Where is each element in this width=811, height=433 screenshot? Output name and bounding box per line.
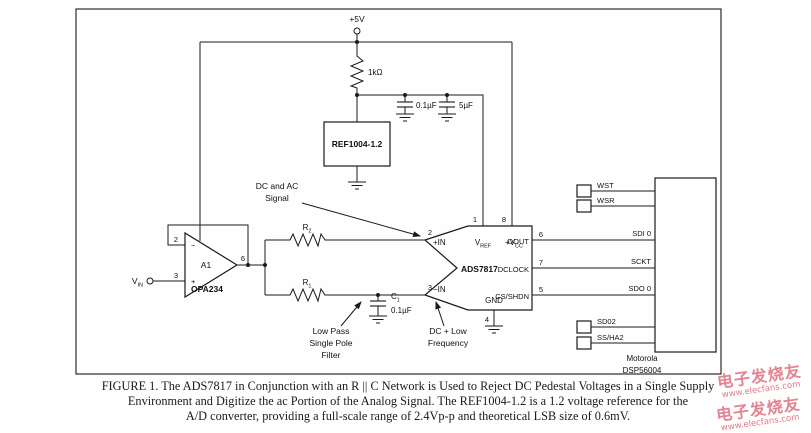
ground-icon	[395, 113, 415, 122]
dsp-wsr: WSR	[597, 196, 615, 205]
figure-caption: FIGURE 1. The ADS7817 in Conjunction wit…	[102, 379, 715, 423]
dsp-wst: WST	[597, 181, 614, 190]
annotation-arrow-dc-ac	[301, 202, 421, 238]
opamp-pin2: 2	[174, 235, 178, 244]
adc-pin7: 7	[539, 258, 543, 267]
dsp-box	[654, 177, 717, 353]
adc-pin5: 5	[539, 285, 543, 294]
svg-text:Signal: Signal	[265, 193, 289, 203]
adc-dout: DOUT	[508, 237, 530, 246]
dsp-sd02: SD02	[597, 317, 616, 326]
rc-network-wires	[265, 232, 425, 324]
svg-text:DC and AC: DC and AC	[256, 181, 299, 191]
resistor-1k	[349, 34, 365, 122]
junction-dots	[246, 40, 449, 297]
ground-icon	[437, 113, 457, 122]
opamp-name: A1	[201, 260, 212, 270]
opamp-plus: +	[191, 277, 196, 286]
bias-resistor-label: 1kΩ	[368, 68, 382, 77]
dsp-pad-ss	[576, 336, 592, 350]
resistor-r2	[265, 232, 425, 248]
adc-gnd: GND	[485, 296, 503, 305]
bypass-cap-5u-label: 5µF	[459, 101, 473, 110]
annotation-arrow-lowpass	[340, 301, 362, 327]
caption-line-3: A/D converter, providing a full-scale ra…	[186, 409, 630, 423]
svg-text:Low Pass: Low Pass	[313, 326, 350, 336]
adc-pin2: 2	[428, 228, 432, 237]
ref1004-box	[323, 121, 391, 167]
vin-label: VIN	[132, 276, 143, 289]
svg-text:Frequency: Frequency	[428, 338, 469, 348]
opamp-pin6: 6	[241, 254, 245, 263]
dsp-sck: SCKT	[631, 257, 651, 266]
adc-labels: 2 3 +IN −IN 1 8 VREF +VCC DOUT DCLOCK CS…	[428, 215, 543, 324]
vin-terminal	[146, 277, 154, 285]
c1-label: C1	[391, 292, 400, 304]
feedback-wire	[167, 224, 249, 265]
adc-part: ADS7817	[461, 264, 498, 274]
ref1004-label: REF1004-1.2	[332, 139, 383, 149]
opamp-wires	[153, 224, 266, 295]
svg-text:DC + Low: DC + Low	[429, 326, 467, 336]
adc-pin1: 1	[473, 215, 477, 224]
resistor-r1	[265, 287, 425, 303]
svg-text:Filter: Filter	[322, 350, 341, 360]
adc-vcc: +VCC	[505, 238, 523, 250]
serial-bus-wires	[484, 239, 655, 334]
adc-symbol	[423, 225, 533, 311]
adc-in-pos: +IN	[433, 238, 446, 247]
opamp-triangle	[184, 231, 239, 299]
caption-line-2: Environment and Digitize the ac Portion …	[128, 394, 689, 408]
dsp-stub-wires	[591, 190, 655, 344]
svg-text:Single Pole: Single Pole	[309, 338, 352, 348]
adc-pin6: 6	[539, 230, 543, 239]
dsp-pad-wst	[576, 184, 592, 198]
dsp-labels: WST WSR SDI 0 SCKT SDO 0 SD02 SS/HA2 Mot…	[597, 181, 662, 375]
adc-dclock: DCLOCK	[498, 265, 529, 274]
opamp-part: OPA234	[191, 284, 223, 294]
dsp-pad-wsr	[576, 199, 592, 213]
adc-pin8: 8	[502, 215, 506, 224]
adc-pin4: 4	[485, 315, 489, 324]
dsp-pad-sd02	[576, 320, 592, 334]
ground-icon	[484, 325, 504, 334]
opamp-minus: −	[191, 241, 196, 250]
decoupling-caps	[395, 95, 457, 122]
caption-line-1: FIGURE 1. The ADS7817 in Conjunction wit…	[102, 379, 715, 393]
adc-vref: VREF	[475, 238, 492, 250]
supply-terminal	[353, 27, 361, 35]
annotations: DC and AC Signal Low Pass Single Pole Fi…	[256, 181, 469, 360]
r1-label: R1	[303, 278, 312, 290]
dsp-part: DSP56004	[623, 366, 662, 375]
ground-icon	[347, 181, 367, 190]
opamp-labels: 2 3 6 − + A1 OPA234	[174, 235, 245, 294]
opamp-pin3: 3	[174, 271, 178, 280]
ref-wires	[347, 166, 367, 190]
dsp-maker: Motorola	[626, 354, 658, 363]
dsp-ss: SS/HA2	[597, 333, 624, 342]
r2-label: R2	[303, 223, 312, 235]
supply-label: +5V	[349, 14, 365, 24]
adc-in-neg: −IN	[433, 285, 446, 294]
dsp-sdi: SDI 0	[632, 229, 651, 238]
adc-pin3: 3	[428, 283, 432, 292]
figure-frame	[75, 8, 722, 375]
adc-cs: CS/SHDN	[495, 292, 529, 301]
bypass-cap-0u1-label: 0.1µF	[416, 101, 437, 110]
dsp-sdo: SDO 0	[628, 284, 651, 293]
ground-icon	[368, 315, 388, 324]
annotation-arrow-dclow	[435, 301, 445, 327]
c1-value: 0.1µF	[391, 306, 412, 315]
